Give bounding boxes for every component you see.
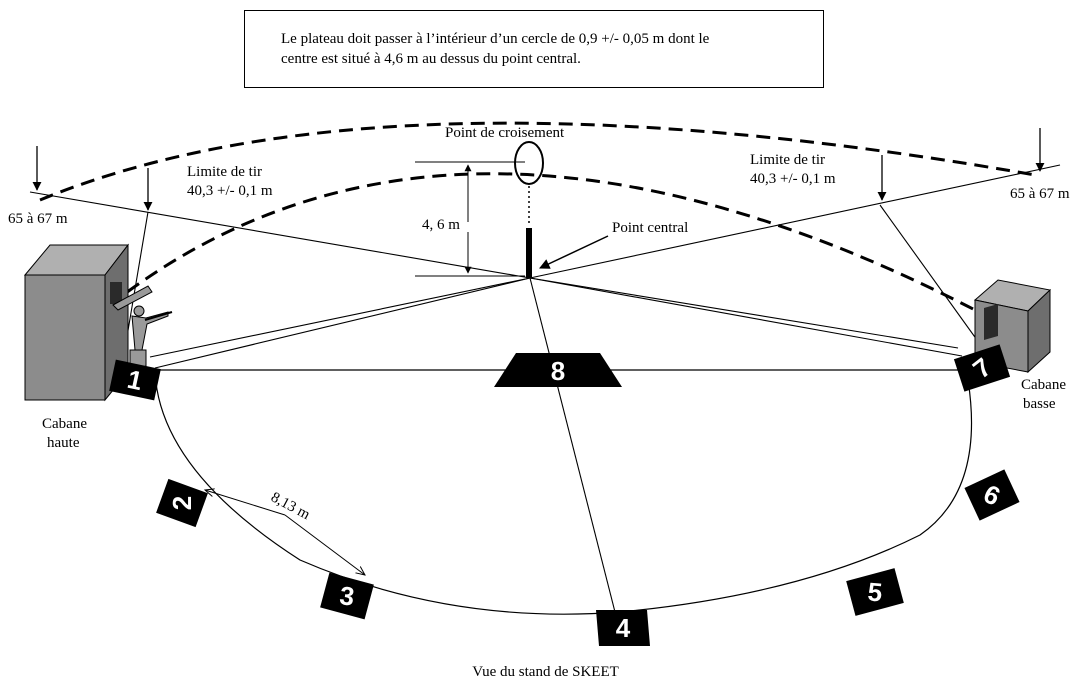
cabane-haute-label-1: Cabane [42, 416, 87, 432]
regulation-note: Le plateau doit passer à l’intérieur d’u… [244, 10, 824, 88]
limit-label-left-1: Limite de tir [187, 164, 262, 180]
crossing-point-label: Point de croisement [445, 125, 565, 141]
station-4: 4 [596, 610, 650, 646]
cabane-basse-label-1: Cabane [1021, 377, 1066, 393]
station-3-number: 3 [338, 580, 356, 612]
station-1: 1 [109, 359, 161, 401]
station-4-number: 4 [616, 613, 631, 643]
diagram-caption: Vue du stand de SKEET [472, 664, 619, 680]
cabane-basse [973, 279, 1052, 374]
station-3: 3 [320, 572, 374, 620]
distance-label-left: 65 à 67 m [8, 211, 68, 227]
height-marker [415, 161, 525, 277]
distance-label-right: 65 à 67 m [1010, 186, 1070, 202]
central-pole [526, 228, 532, 278]
cabane-haute-label-2: haute [47, 435, 80, 451]
shooter-figure [112, 285, 173, 369]
skeet-field-diagram: 4, 6 m Point de croisement Point central… [8, 121, 1070, 646]
target-trajectories [39, 121, 1036, 312]
station-5-number: 5 [866, 576, 883, 607]
station-2-number: 2 [167, 496, 197, 510]
distance-arrows [32, 128, 1045, 211]
station-1-number: 1 [125, 364, 145, 396]
spacing-arrow [205, 490, 286, 516]
cabane-haute [23, 243, 130, 402]
limit-label-right-1: Limite de tir [750, 152, 825, 168]
central-point-label: Point central [612, 220, 688, 236]
height-label: 4, 6 m [422, 217, 460, 233]
sight-lines [29, 164, 1061, 613]
cabane-basse-label-2: basse [1023, 396, 1056, 412]
limit-label-left-2: 40,3 +/- 0,1 m [187, 183, 273, 199]
crossing-circle [514, 141, 544, 185]
limit-label-right-2: 40,3 +/- 0,1 m [750, 171, 836, 187]
station-2: 2 [156, 478, 208, 528]
station-6: 6 [964, 469, 1020, 521]
note-line-2: centre est situé à 4,6 m au dessus du po… [281, 51, 581, 67]
station-8: 8 [494, 353, 622, 387]
spacing-label: 8,13 m [268, 489, 313, 523]
note-line-1: Le plateau doit passer à l’intérieur d’u… [281, 31, 710, 47]
station-5: 5 [846, 568, 904, 616]
spacing-arrow-2 [284, 514, 365, 575]
central-point-arrow [539, 235, 609, 269]
station-8-number: 8 [551, 356, 565, 386]
station-7: 7 [953, 344, 1011, 392]
